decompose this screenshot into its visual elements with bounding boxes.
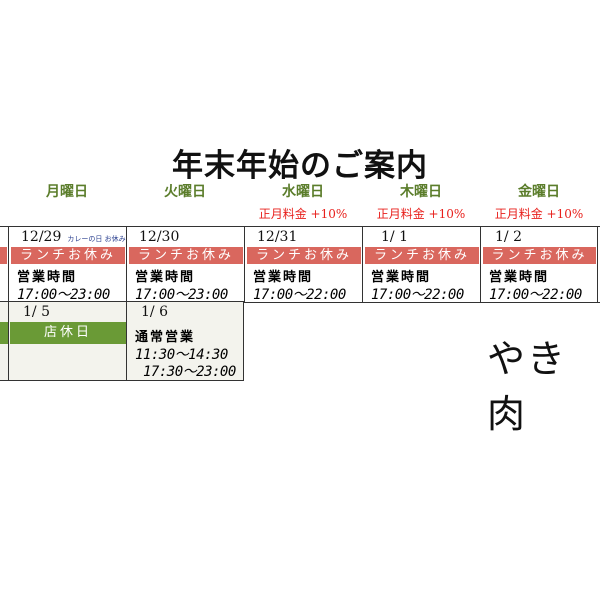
calendar-cell: 1/ 1 ランチお休み 営業時間 17:00～22:00 <box>362 226 482 303</box>
yakiniku-logo: やき肉 <box>487 337 568 436</box>
page-title: 年末年始のご案内 <box>172 148 428 184</box>
lunch-closed-bar: ランチお休み <box>129 247 243 264</box>
hours-label: 営業時間 <box>489 270 550 285</box>
surcharge-note: 正月料金 +10% <box>258 207 348 221</box>
hours-value: 17:00～22:00 <box>489 287 582 303</box>
lunch-closed-bar: ランチお休み <box>247 247 361 264</box>
cell-note: カレーの日 お休み <box>67 235 126 243</box>
cell-date: 1/ 1 <box>381 229 408 245</box>
calendar-cell: 1/ 6 通常営業 11:30～14:30 17:30～23:00 <box>126 301 244 381</box>
cell-date: 1/ 2 <box>495 229 522 245</box>
hours-value: 17:00～23:00 <box>135 287 228 303</box>
calendar-cell: 1/ 2 ランチお休み 営業時間 17:00～22:00 <box>480 226 599 303</box>
cell-date: 12/30 <box>139 229 180 245</box>
hours-label: 営業時間 <box>253 270 314 285</box>
surcharge-note: 正月料金 +10% <box>494 207 584 221</box>
closed-day-bar: 店休日 <box>10 322 126 344</box>
cell-date: 1/ 6 <box>141 304 168 320</box>
calendar-cell: 12/30 ランチお休み 営業時間 17:00～23:00 <box>126 226 246 303</box>
hours-label: 営業時間 <box>371 270 432 285</box>
hours-label: 営業時間 <box>135 270 196 285</box>
calendar-cell: 12/31 ランチお休み 営業時間 17:00～22:00 <box>244 226 364 303</box>
hours-value: 17:00～22:00 <box>253 287 346 303</box>
day-header-tue: 火曜日 <box>164 184 206 200</box>
calendar-cell: 1/ 5 店休日 <box>8 301 128 381</box>
lunch-closed-bar: ランチお休み <box>365 247 479 264</box>
hours-label: 営業時間 <box>17 270 78 285</box>
cell-date: 1/ 5 <box>23 304 50 320</box>
hours-lunch: 11:30～14:30 <box>135 347 228 363</box>
calendar-cell-partial <box>597 226 600 303</box>
hours-dinner: 17:30～23:00 <box>143 364 236 380</box>
closed-bar <box>0 322 8 344</box>
lunch-closed-bar: ランチお休み <box>11 247 125 264</box>
day-header-fri: 金曜日 <box>518 184 560 200</box>
hours-label: 通常営業 <box>135 330 196 345</box>
lunch-bar <box>0 247 7 264</box>
day-header-wed: 水曜日 <box>282 184 324 200</box>
lunch-closed-bar: ランチお休み <box>483 247 596 264</box>
hours-value: 17:00～23:00 <box>17 287 110 303</box>
surcharge-note: 正月料金 +10% <box>376 207 466 221</box>
cell-date: 12/31 <box>257 229 298 245</box>
day-header-mon: 月曜日 <box>46 184 88 200</box>
hours-value: 17:00～22:00 <box>371 287 464 303</box>
day-header-thu: 木曜日 <box>400 184 442 200</box>
